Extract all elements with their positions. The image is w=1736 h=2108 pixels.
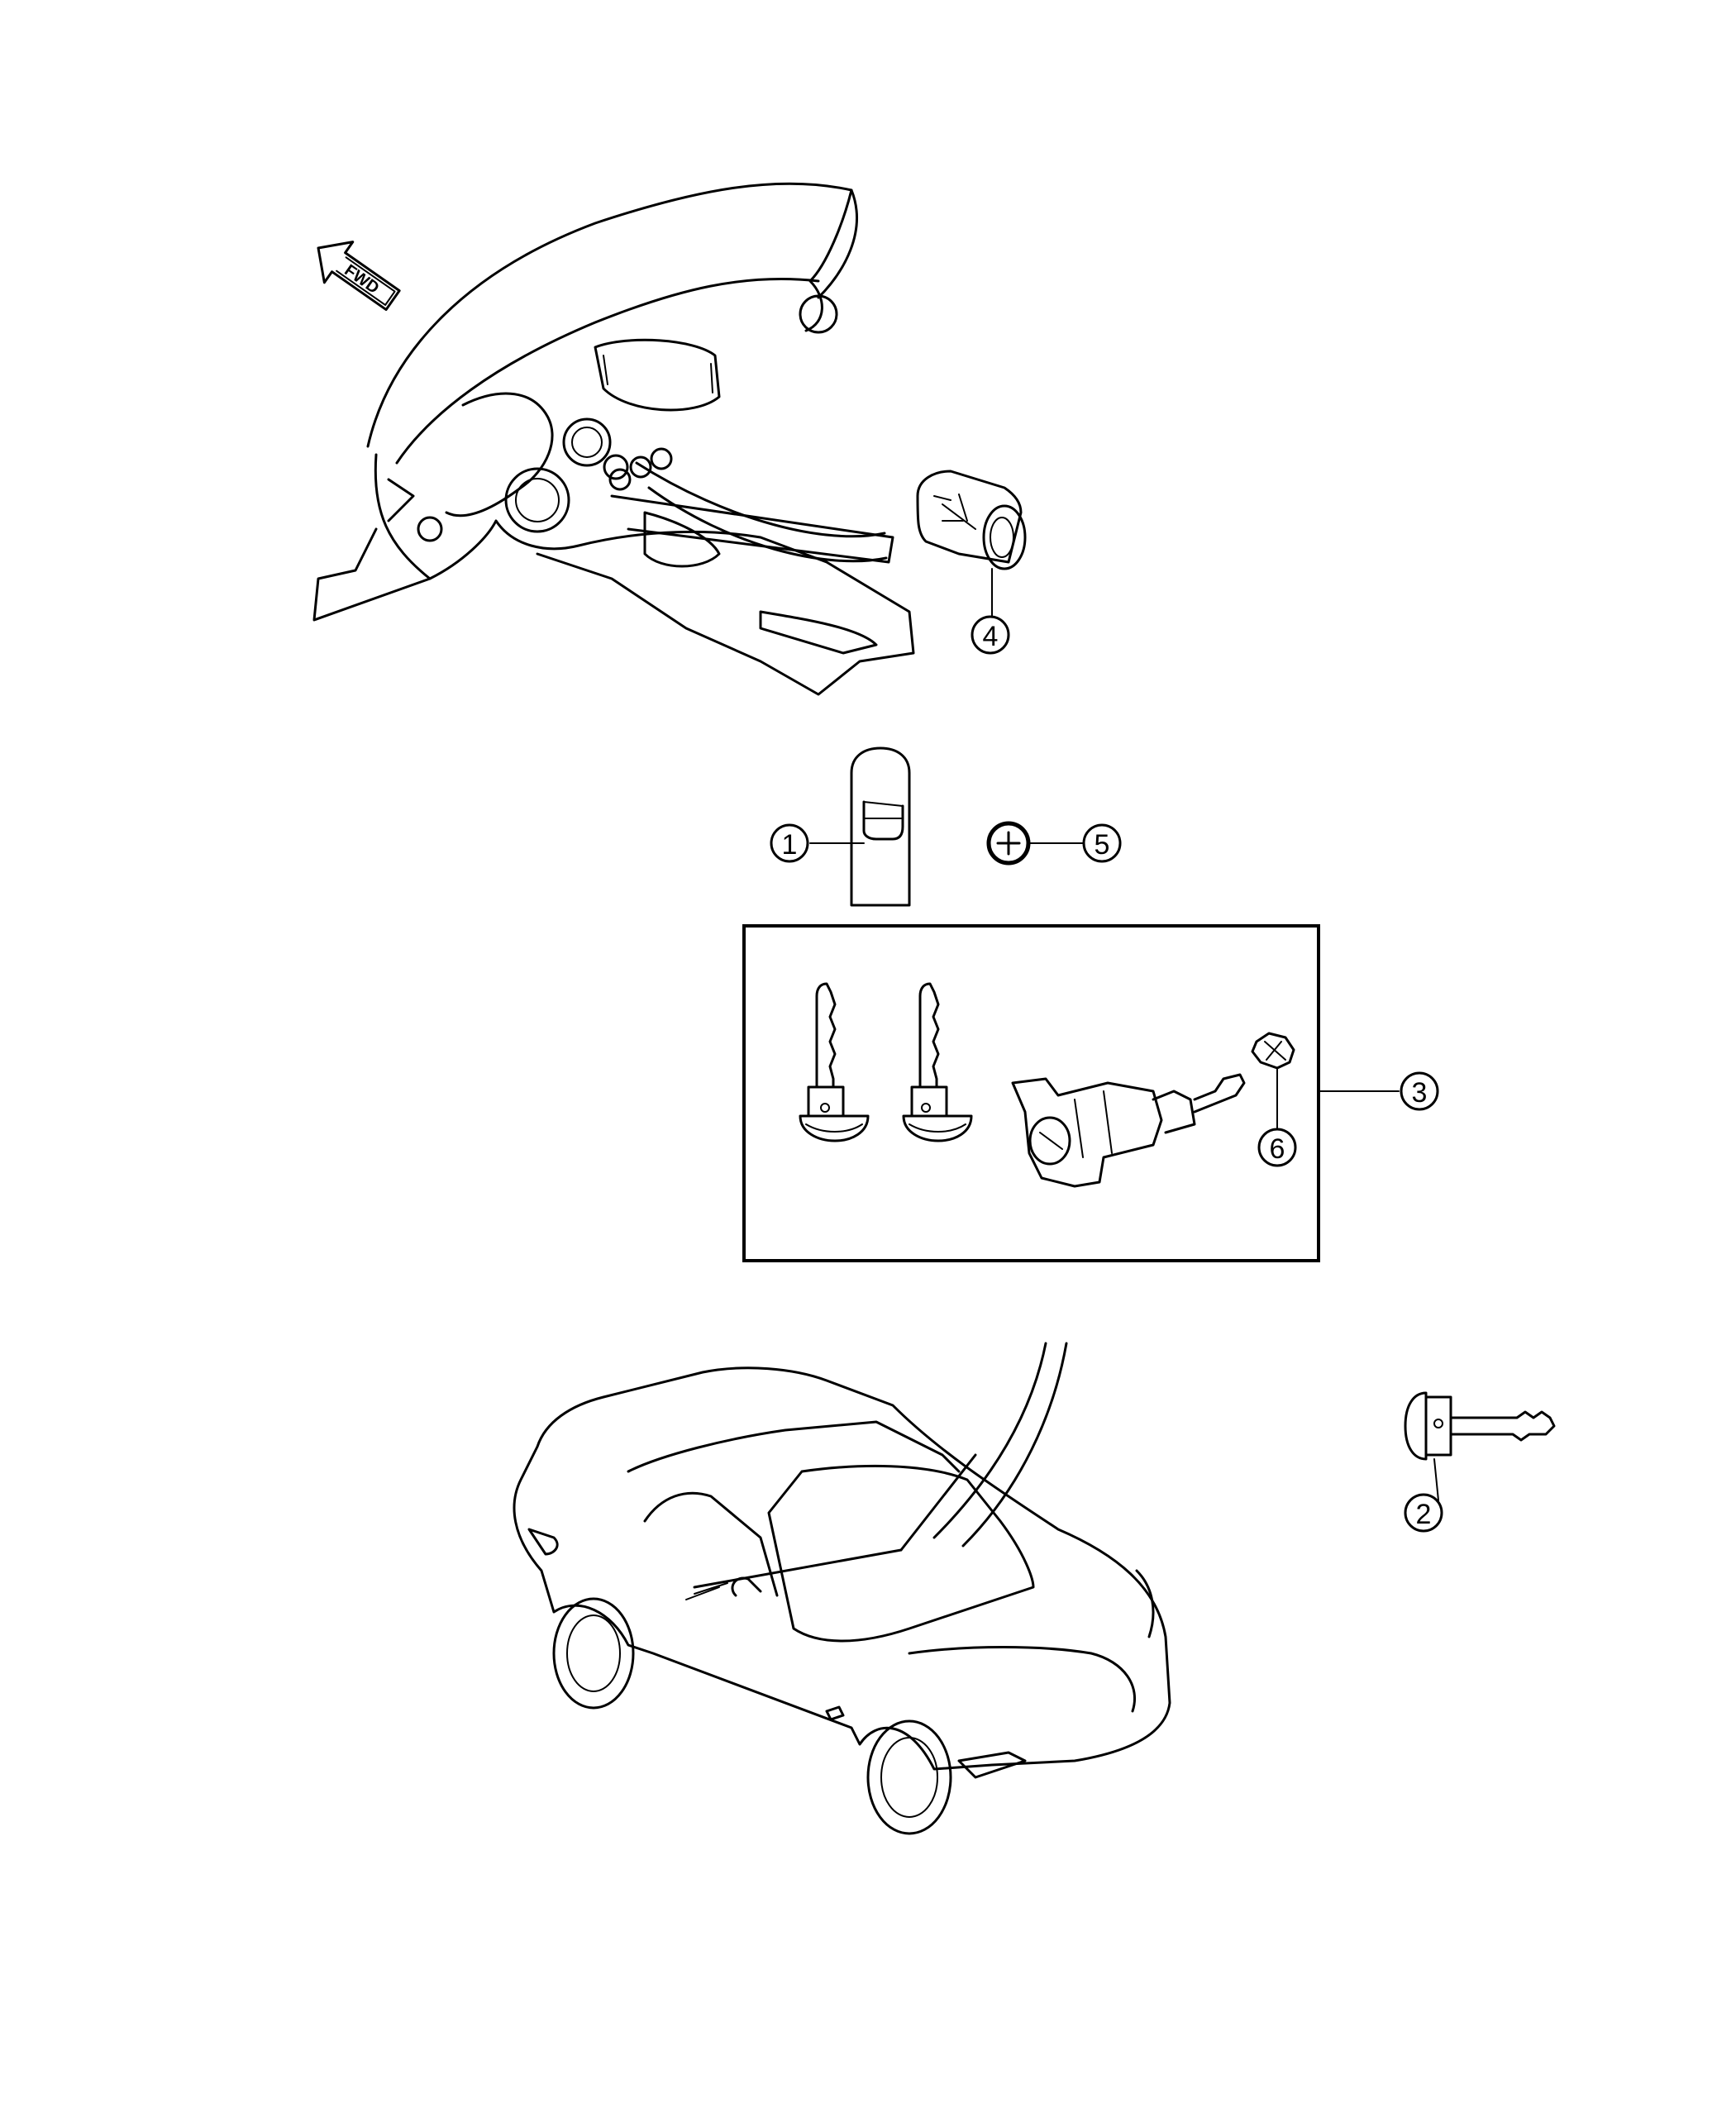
callout-2: 2 xyxy=(1404,1493,1443,1533)
callout-3: 3 xyxy=(1400,1071,1439,1111)
callout-5: 5 xyxy=(1082,823,1122,863)
dashboard-icon xyxy=(312,182,915,696)
key-icon xyxy=(1404,1391,1556,1501)
key-icon xyxy=(799,982,870,1142)
callout-4-label: 4 xyxy=(983,621,999,652)
key-fob-icon xyxy=(809,746,911,907)
callout-3-label: 3 xyxy=(1412,1077,1428,1109)
callout-1-label: 1 xyxy=(782,829,798,861)
lock-cylinder-icon xyxy=(1011,1073,1246,1188)
push-button-icon xyxy=(916,470,1027,617)
leader-line xyxy=(635,461,888,563)
callout-2-label: 2 xyxy=(1416,1499,1432,1530)
forward-arrow-icon: FWD xyxy=(317,241,401,312)
callout-5-label: 5 xyxy=(1095,829,1110,861)
callout-1: 1 xyxy=(770,823,809,863)
callout-6-label: 6 xyxy=(1270,1133,1285,1165)
callout-6: 6 xyxy=(1257,1128,1297,1167)
leader-line xyxy=(932,1342,1068,1548)
clip-icon xyxy=(1251,1032,1295,1129)
plus-circle-icon xyxy=(986,821,1084,866)
car-icon xyxy=(513,1366,1171,1835)
lock-set-box xyxy=(742,924,1400,1262)
key-icon xyxy=(902,982,973,1142)
callout-4: 4 xyxy=(971,615,1010,655)
